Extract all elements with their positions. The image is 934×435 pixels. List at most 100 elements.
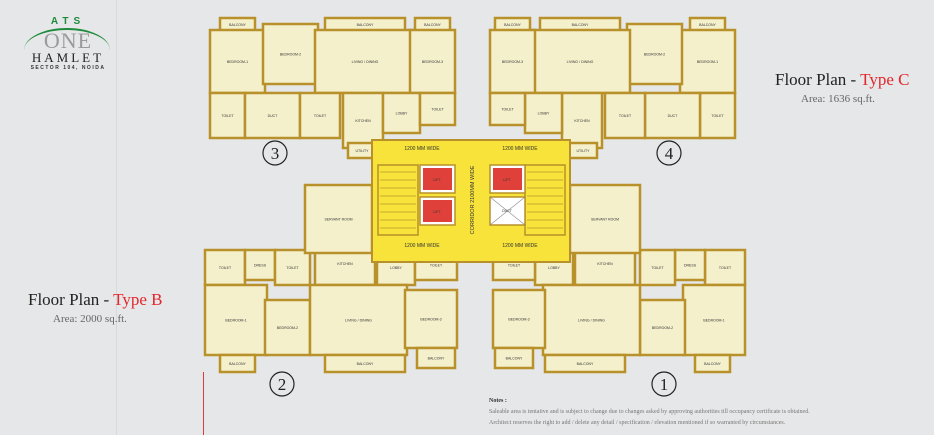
room-label: TOILET	[221, 114, 234, 118]
room-label: TOILET	[508, 264, 521, 268]
room-label: KITCHEN	[355, 119, 371, 123]
passage-label: 1200 MM WIDE	[404, 243, 440, 249]
logo-name-hamlet: HAMLET	[31, 50, 105, 65]
room-balcony	[323, 353, 407, 374]
room-label: BEDROOM-1	[227, 60, 248, 64]
room-balcony	[218, 353, 257, 374]
room-label: BEDROOM-3	[422, 60, 443, 64]
room-toilet	[273, 248, 312, 287]
servant-room-right	[568, 183, 642, 255]
room-bedroom_2	[625, 22, 684, 86]
room-label: UTILITY	[355, 149, 369, 153]
room-label: LOBBY	[538, 112, 550, 116]
room-label: BALCONY	[229, 23, 246, 27]
logo-brand: ATS	[50, 16, 86, 27]
room-bedroom_2	[261, 22, 320, 86]
room-label: TOILET	[314, 114, 327, 118]
room-balcony	[493, 346, 535, 370]
lift-car	[423, 168, 452, 190]
note-line-1: Saleable area is tentative and is subjec…	[489, 409, 810, 415]
room-toilet	[603, 91, 647, 140]
room-label: LIVING / DINING	[345, 319, 372, 323]
type-b-label: Type B	[113, 290, 163, 309]
room-label: LIVING / DINING	[352, 60, 379, 64]
notes-heading: Notes :	[489, 398, 507, 404]
passage-label: 1200 MM WIDE	[404, 146, 440, 152]
type-c-title: Floor Plan - Type C	[775, 70, 910, 90]
logo-arc	[24, 28, 110, 50]
unit-number-badge	[651, 371, 677, 397]
unit-number: 4	[665, 144, 674, 163]
room-label: BEDROOM-1	[225, 319, 246, 323]
room-label: LIVING / DINING	[578, 319, 605, 323]
type-c-area: Area: 1636 sq.ft.	[801, 93, 875, 105]
room-label: TOILET	[430, 264, 443, 268]
room-bedroom_3	[488, 28, 537, 95]
room-label: DRESS	[684, 264, 697, 268]
type-b-title: Floor Plan - Type B	[28, 290, 163, 310]
room-label: BALCONY	[704, 362, 721, 366]
room-label: BEDROOM-2	[652, 326, 673, 330]
type-c-label: Type C	[860, 70, 910, 89]
accent-line	[203, 372, 204, 435]
room-label: UTILITY	[576, 149, 590, 153]
servant-room-left	[303, 183, 374, 255]
logo: ATS ONE HAMLET SECTOR 104, NOIDA	[18, 16, 118, 71]
room-bedroom_2	[263, 298, 312, 357]
room-label: TOILET	[219, 266, 232, 270]
unit-number: 2	[278, 375, 287, 394]
room-balcony	[415, 346, 457, 370]
passage-label: 1200 MM WIDE	[502, 243, 538, 249]
room-label: BALCONY	[504, 23, 521, 27]
lift-car	[493, 168, 522, 190]
room-kitchen	[560, 91, 604, 150]
room-label: BEDROOM-3	[420, 318, 441, 322]
duct-label: DUCT	[502, 209, 513, 213]
unit-number: 3	[271, 144, 280, 163]
lift-car	[423, 200, 452, 222]
room-label: LIVING / DINING	[567, 60, 594, 64]
room-balcony	[693, 353, 732, 374]
unit-4-plan: BALCONYBALCONYBALCONYBEDROOM-1BEDROOM-2L…	[488, 16, 737, 160]
room-label: BALCONY	[506, 357, 523, 361]
unit-number-badge	[656, 140, 682, 166]
title-prefix: Floor Plan -	[28, 290, 114, 309]
room-toilet	[488, 91, 527, 127]
room-label: BALCONY	[577, 362, 594, 366]
room-duct	[243, 91, 302, 140]
notes: Notes : Saleable area is tentative and i…	[489, 396, 810, 429]
room-label: BALCONY	[428, 357, 445, 361]
room-living	[313, 28, 417, 95]
room-bedroom_3	[408, 28, 457, 95]
divider-line	[116, 0, 117, 435]
room-label: TOILET	[431, 108, 444, 112]
room-label: BEDROOM-2	[644, 53, 665, 57]
room-label: TOILET	[286, 266, 299, 270]
room-label: BALCONY	[699, 23, 716, 27]
room-kitchen	[341, 91, 385, 150]
room-label: TOILET	[711, 114, 724, 118]
type-b-area: Area: 2000 sq.ft.	[53, 313, 127, 325]
room-label: BEDROOM-3	[508, 318, 529, 322]
staircase	[524, 164, 566, 236]
room-toilet	[418, 91, 457, 127]
room-label: LOBBY	[396, 112, 408, 116]
room-label: BALCONY	[357, 362, 374, 366]
logo-location: SECTOR 104, NOIDA	[30, 65, 106, 71]
room-label: BALCONY	[229, 362, 246, 366]
room-label: DRESS	[254, 264, 267, 268]
note-line-2: Architect reserves the right to add / de…	[489, 420, 786, 426]
lift-label: LIFT	[433, 210, 441, 214]
room-label: BEDROOM-1	[697, 60, 718, 64]
room-label: KITCHEN	[337, 262, 353, 266]
room-label: TOILET	[501, 108, 514, 112]
room-bedroom_1	[208, 28, 267, 95]
lift-label: LIFT	[433, 178, 441, 182]
title-prefix: Floor Plan -	[775, 70, 861, 89]
room-label: DUCT	[668, 114, 679, 118]
lift-label: LIFT	[503, 178, 511, 182]
room-balcony	[543, 353, 627, 374]
room-label: DUCT	[268, 114, 279, 118]
